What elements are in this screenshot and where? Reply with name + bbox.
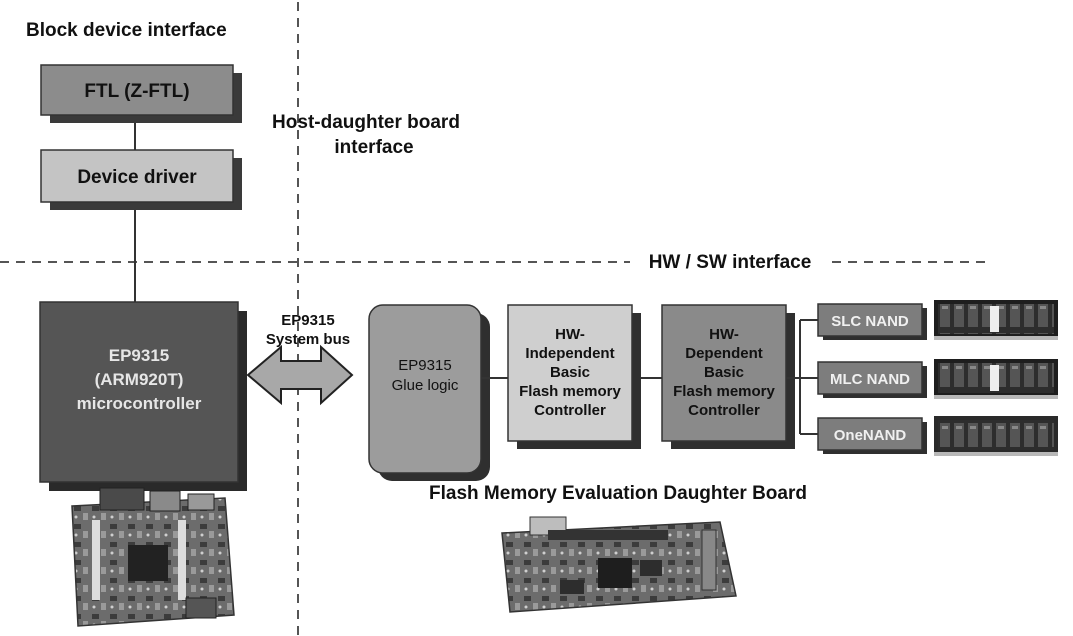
hw-dependent-box	[661, 304, 787, 442]
mcu-label-line1: EP9315	[109, 346, 170, 365]
mcu-box	[39, 301, 239, 483]
hw-dependent-label-line1: HW-	[709, 326, 739, 343]
glue-logic-label-line2: Glue logic	[392, 377, 459, 394]
arm-dev-board-photo	[71, 487, 235, 627]
host-daughter-label-line2: interface	[334, 137, 413, 158]
hw-dependent-label-line3: Basic	[704, 364, 744, 381]
system-bus-label-line2: System bus	[266, 331, 350, 348]
hw-independent-label-line5: Controller	[534, 402, 606, 419]
onenand-module-photo	[934, 416, 1058, 456]
block-device-interface-label: Block device interface	[26, 20, 227, 41]
hw-dependent-label-line2: Dependent	[685, 345, 763, 362]
slc-nand-box	[817, 303, 923, 337]
device-driver-box	[40, 149, 234, 203]
hw-dependent-label-line4: Flash memory	[673, 383, 775, 400]
system-bus-label-line1: EP9315	[281, 312, 334, 329]
system-bus-double-arrow	[246, 344, 354, 406]
hw-independent-box	[507, 304, 633, 442]
glue-logic-label-line1: EP9315	[398, 357, 451, 374]
glue-logic-box	[368, 304, 482, 474]
hw-independent-label-line2: Independent	[525, 345, 614, 362]
ftl-box	[40, 64, 234, 116]
hw-sw-interface-label: HW / SW interface	[649, 252, 812, 273]
daughter-board-title: Flash Memory Evaluation Daughter Board	[429, 483, 807, 504]
daughter-board-photo	[501, 516, 737, 613]
onenand-box	[817, 417, 923, 451]
device-driver-label: Device driver	[77, 167, 197, 188]
slc-nand-module-photo	[934, 300, 1058, 340]
hw-independent-label-line4: Flash memory	[519, 383, 621, 400]
ftl-label: FTL (Z-FTL)	[84, 81, 189, 102]
slc-nand-label: SLC NAND	[831, 313, 909, 330]
mcu-label-line2: (ARM920T)	[95, 370, 184, 389]
hw-independent-label-line1: HW-	[555, 326, 585, 343]
mlc-nand-label: MLC NAND	[830, 371, 910, 388]
onenand-label: OneNAND	[834, 427, 907, 444]
hw-dependent-label-line5: Controller	[688, 402, 760, 419]
hw-independent-label-line3: Basic	[550, 364, 590, 381]
mlc-nand-box	[817, 361, 923, 395]
mlc-nand-module-photo	[934, 359, 1058, 399]
host-daughter-label-line1: Host-daughter board	[272, 112, 460, 133]
mcu-label-line3: microcontroller	[77, 394, 202, 413]
